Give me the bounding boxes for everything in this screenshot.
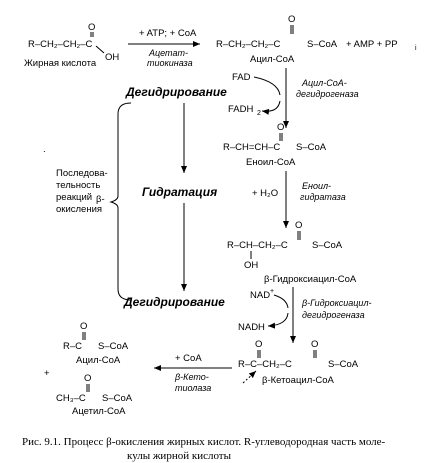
acyl-coa-name: Ацил-CoA xyxy=(250,54,295,65)
fatty-acid-o-label: O xyxy=(88,22,95,33)
caption-line2: кулы жирной кислоты xyxy=(127,450,232,462)
product-acyl-name: Ацил-CoA xyxy=(76,355,121,366)
hydroxyacyl-coa-name: β-Гидроксиацил-CoA xyxy=(264,274,357,285)
ketoacyl-coa: O O R–C–CH₂–C S–CoA β-Кетоацил-CoA xyxy=(238,339,359,386)
product-acyl-coa: O R–C S–CoA Ацил-CoA xyxy=(63,321,129,366)
step1-enzyme-line1: Ацил-CoA- xyxy=(301,78,347,88)
single-bond-line xyxy=(95,45,105,54)
hydroxyacyl-coa-formula: R–CH–CH₂–C xyxy=(227,240,288,251)
activation-products: + AMP + PP xyxy=(346,39,398,50)
sequence-bracket xyxy=(109,102,132,301)
caption-line1: Рис. 9.1. Процесс β-окисления жирных кис… xyxy=(22,436,386,448)
ketoacyl-coa-o2-label: O xyxy=(311,339,318,350)
acyl-coa-o-label: O xyxy=(288,14,295,25)
fad-curve xyxy=(253,76,281,96)
stage3-label: Дегидрирование xyxy=(123,295,225,309)
step4-enzyme-line2: тиолаза xyxy=(175,383,211,393)
sequence-label-line4: окисления xyxy=(56,204,102,215)
nad-curve xyxy=(273,294,289,309)
product-acyl-tail: S–CoA xyxy=(98,341,129,352)
water-label: + H₂O xyxy=(252,188,278,199)
acyl-coa-tail: S–CoA xyxy=(307,39,338,50)
step2-enzyme-line1: Еноил- xyxy=(302,181,331,191)
ketoacyl-coa-tail: S–CoA xyxy=(328,359,359,370)
step3-enzyme-line1: β-Гидроксиацил- xyxy=(301,298,372,308)
step3-enzyme-line2: дегидрогеназа xyxy=(302,310,365,320)
bullet-dot: . xyxy=(43,144,46,155)
coa-reagent-label: + CoA xyxy=(175,353,202,364)
fatty-acid-formula: R–CH₂–CH₂–C xyxy=(28,39,93,50)
hydroxyacyl-coa-tail: S–CoA xyxy=(312,240,343,251)
sequence-label-line3: реакций xyxy=(56,192,92,203)
enoyl-coa-tail: S–CoA xyxy=(296,142,327,153)
fadh2-label: FADH xyxy=(228,104,253,115)
product-acetyl-tail: S–CoA xyxy=(102,393,133,404)
sequence-label-line1: Последова- xyxy=(56,168,108,179)
nad-label: NAD xyxy=(250,290,270,301)
products-plus: + xyxy=(44,368,50,379)
step4-enzyme-line1: β-Кето- xyxy=(174,372,209,382)
sequence-label-beta: β- xyxy=(96,194,105,205)
stage2-label: Гидратация xyxy=(142,185,217,199)
acyl-coa: O R–CH₂–CH₂–C S–CoA Ацил-CoA xyxy=(216,14,338,65)
enoyl-coa-formula: R–CH=CH–C xyxy=(223,142,280,153)
product-acetyl-formula: CH₃–C xyxy=(56,393,86,404)
nad-sup: + xyxy=(270,288,274,295)
enoyl-coa: O R–CH=CH–C S–CoA Еноил-CoA xyxy=(223,122,327,168)
fadh2-curve xyxy=(261,100,281,115)
hydroxyacyl-coa-oh-label: OH xyxy=(244,260,258,271)
hydroxyacyl-coa: O R–CH–CH₂–C S–CoA OH β-Гидроксиацил-CoA xyxy=(227,220,357,285)
stage1-label: Дегидрирование xyxy=(125,85,227,99)
activation-reagents: + ATP; + CoA xyxy=(139,28,197,39)
cleavage-dashed-arrow xyxy=(242,370,257,384)
ketoacyl-coa-o1-label: O xyxy=(255,339,262,350)
product-acetyl-o-label: O xyxy=(84,373,91,384)
fad-label: FAD xyxy=(232,72,251,83)
nadh-curve xyxy=(267,312,289,329)
product-acetyl-name: Ацетил-CoA xyxy=(72,406,126,417)
enoyl-coa-o-label: O xyxy=(277,122,284,133)
ketoacyl-coa-formula: R–C–CH₂–C xyxy=(238,359,292,370)
step1-enzyme-line2: дегидрогеназа xyxy=(296,89,359,99)
activation-enzyme-line1: Ацетат- xyxy=(148,48,188,58)
sequence-label-line2: тельность xyxy=(56,180,100,191)
enoyl-coa-name: Еноил-CoA xyxy=(246,157,296,168)
product-acyl-o-label: O xyxy=(80,321,87,332)
nadh-label: NADH xyxy=(238,322,265,333)
fatty-acid: O R–CH₂–CH₂–C OH Жирная кислота xyxy=(24,22,119,69)
activation-products-sub: i xyxy=(415,45,417,52)
fatty-acid-name: Жирная кислота xyxy=(24,58,97,69)
acyl-coa-formula: R–CH₂–CH₂–C xyxy=(216,39,281,50)
fadh2-sub: 2 xyxy=(257,110,261,117)
activation-enzyme-line2: тиокиназа xyxy=(147,58,193,68)
product-acyl-formula: R–C xyxy=(63,341,82,352)
product-acetyl-coa: O CH₃–C S–CoA Ацетил-CoA xyxy=(56,373,133,417)
ketoacyl-coa-name: β-Кетоацил-CoA xyxy=(262,375,335,386)
fatty-acid-oh-label: OH xyxy=(105,52,119,63)
hydroxyacyl-coa-o-label: O xyxy=(295,220,302,231)
step2-enzyme-line2: гидратаза xyxy=(300,192,346,202)
